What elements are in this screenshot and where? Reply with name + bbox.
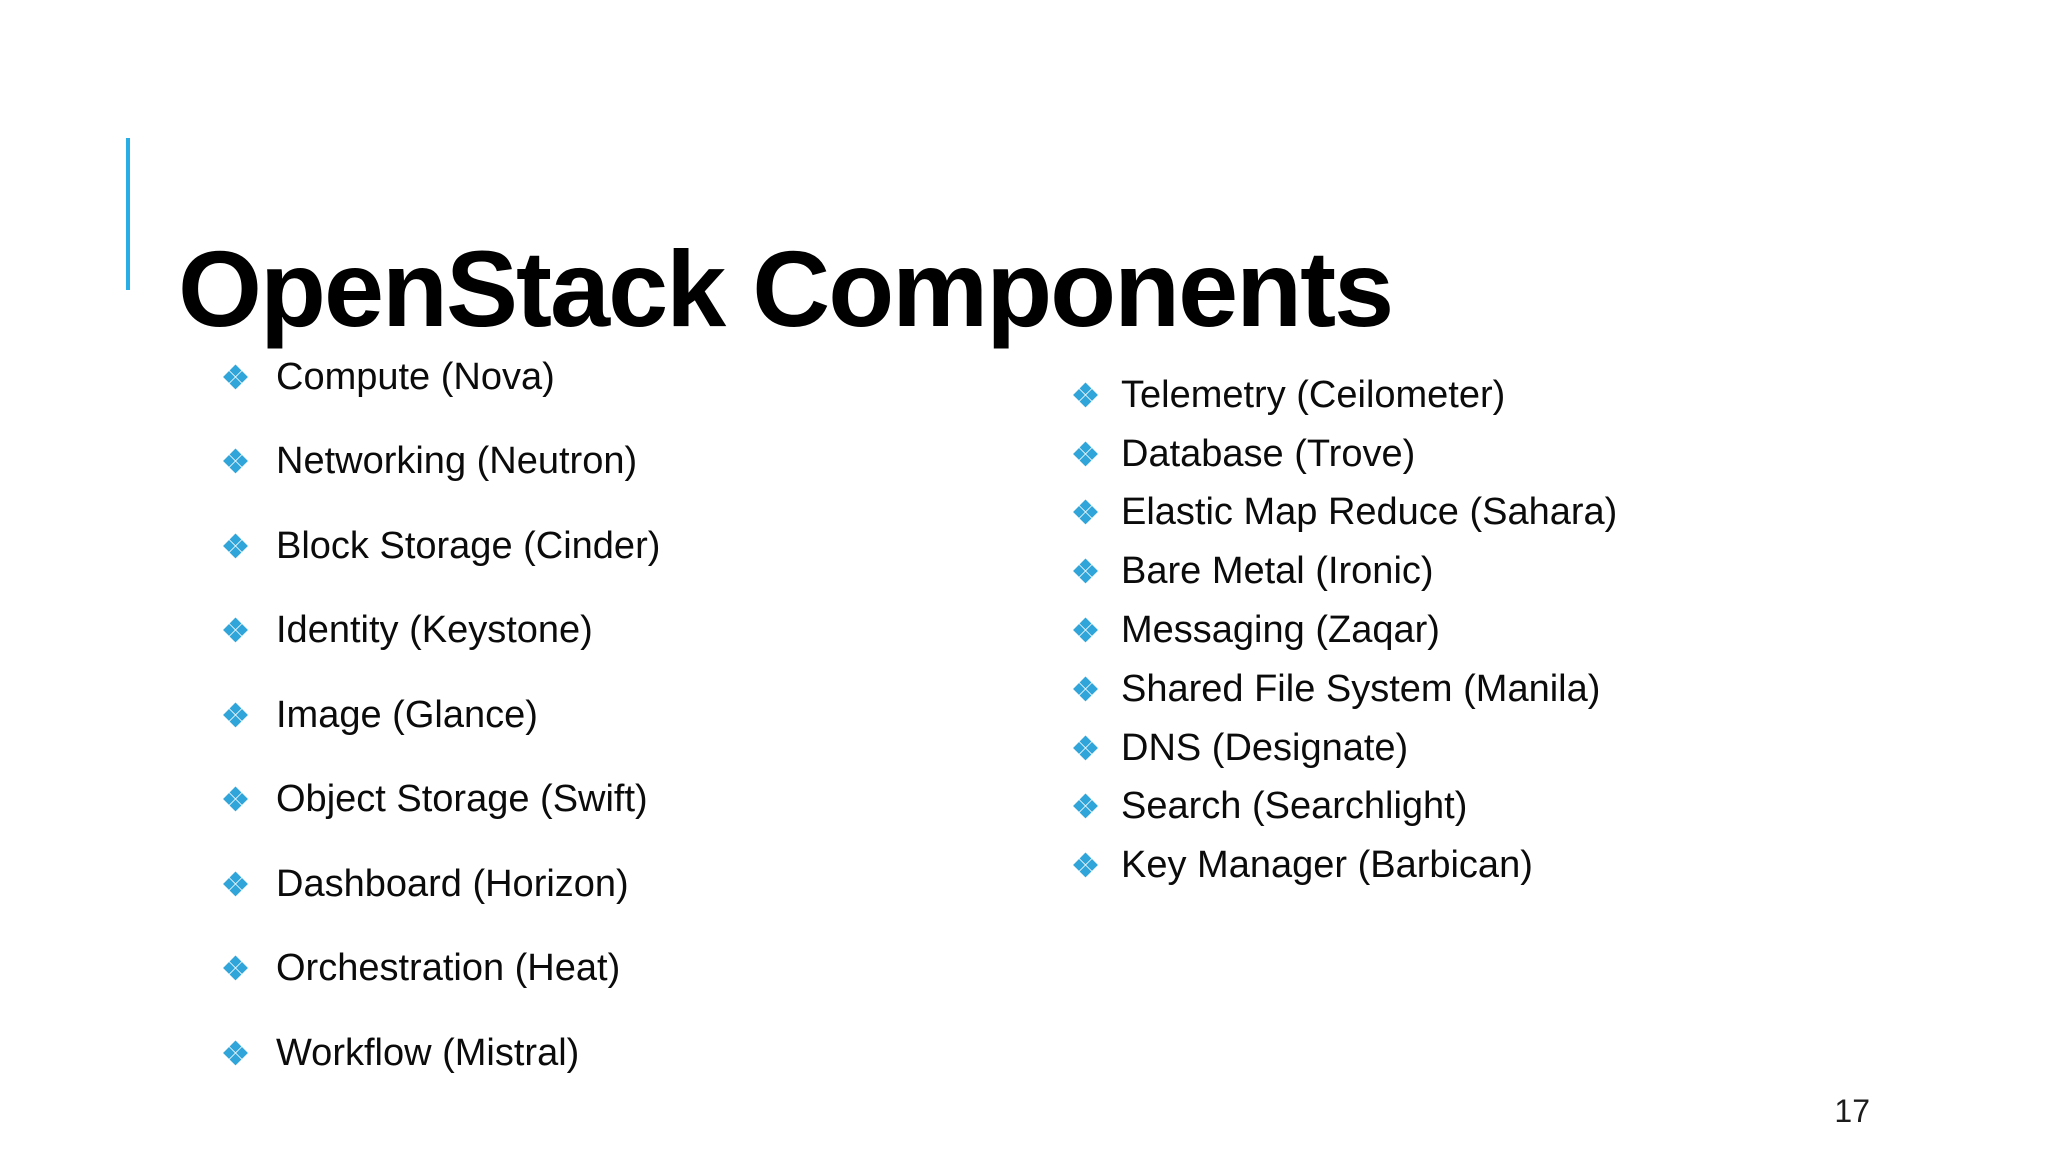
list-item-label: Search (Searchlight) (1121, 785, 1468, 828)
diamond-bullet-icon (1073, 441, 1098, 467)
list-item: Networking (Neutron) (222, 420, 660, 505)
list-item: Shared File System (Manila) (1072, 660, 1617, 719)
list-item: Messaging (Zaqar) (1072, 601, 1617, 660)
diamond-bullet-icon (1073, 852, 1098, 878)
list-item-label: Dashboard (Horizon) (276, 862, 629, 905)
title-accent-bar (126, 138, 130, 290)
list-item: Block Storage (Cinder) (222, 504, 660, 589)
list-item-label: Key Manager (Barbican) (1121, 844, 1533, 887)
list-item-label: Image (Glance) (276, 693, 538, 736)
list-item: Key Manager (Barbican) (1072, 836, 1617, 895)
page-title: OpenStack Components (178, 228, 1394, 350)
list-item-label: Database (Trove) (1121, 432, 1416, 475)
list-item: Compute (Nova) (222, 335, 660, 420)
list-item-label: DNS (Designate) (1121, 726, 1409, 769)
list-item: Orchestration (Heat) (222, 927, 660, 1012)
list-item: Telemetry (Ceilometer) (1072, 366, 1617, 425)
list-item-label: Block Storage (Cinder) (276, 524, 661, 567)
diamond-bullet-icon (223, 533, 248, 559)
diamond-bullet-icon (223, 871, 248, 897)
list-item-label: Networking (Neutron) (276, 440, 638, 483)
diamond-bullet-icon (1073, 500, 1098, 525)
list-item-label: Elastic Map Reduce (Sahara) (1121, 491, 1618, 534)
page-number: 17 (1834, 1093, 1870, 1129)
diamond-bullet-icon (1073, 382, 1098, 408)
list-item-label: Compute (Nova) (276, 355, 555, 398)
list-item: Elastic Map Reduce (Sahara) (1072, 484, 1617, 543)
diamond-bullet-icon (223, 617, 248, 643)
list-item-label: Orchestration (Heat) (276, 947, 621, 990)
list-item-label: Identity (Keystone) (276, 609, 593, 652)
diamond-bullet-icon (223, 702, 248, 728)
diamond-bullet-icon (1073, 617, 1098, 643)
list-item: DNS (Designate) (1072, 719, 1617, 778)
diamond-bullet-icon (223, 1040, 248, 1066)
list-item: Identity (Keystone) (222, 589, 660, 674)
diamond-bullet-icon (223, 786, 248, 812)
list-item-label: Messaging (Zaqar) (1121, 609, 1440, 652)
diamond-bullet-icon (223, 448, 248, 474)
list-item-label: Shared File System (Manila) (1121, 667, 1601, 710)
list-item: Bare Metal (Ironic) (1072, 542, 1617, 601)
list-item-label: Object Storage (Swift) (276, 778, 648, 821)
diamond-bullet-icon (223, 364, 248, 390)
diamond-bullet-icon (1073, 676, 1098, 702)
list-item-label: Telemetry (Ceilometer) (1121, 373, 1506, 416)
list-item: Workflow (Mistral) (222, 1011, 660, 1096)
list-item: Search (Searchlight) (1072, 778, 1617, 837)
component-list-right: Telemetry (Ceilometer) Database (Trove) … (1072, 366, 1617, 895)
diamond-bullet-icon (1073, 558, 1098, 584)
diamond-bullet-icon (223, 955, 248, 981)
list-item: Database (Trove) (1072, 425, 1617, 484)
diamond-bullet-icon (1073, 735, 1098, 761)
list-item-label: Bare Metal (Ironic) (1121, 550, 1434, 593)
list-item: Dashboard (Horizon) (222, 842, 660, 927)
list-item-label: Workflow (Mistral) (276, 1031, 580, 1074)
list-item: Image (Glance) (222, 673, 660, 758)
list-item: Object Storage (Swift) (222, 758, 660, 843)
component-list-left: Compute (Nova) Networking (Neutron) Bloc… (222, 335, 660, 1096)
diamond-bullet-icon (1073, 794, 1098, 819)
